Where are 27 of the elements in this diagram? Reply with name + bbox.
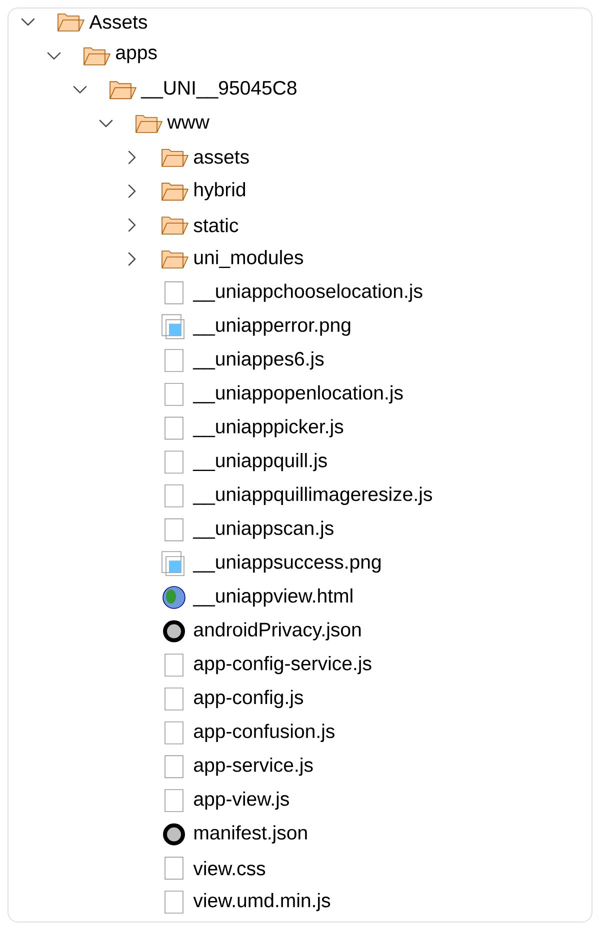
file-name: view.umd.min.js	[193, 893, 330, 912]
folder-name: Assets	[89, 15, 148, 29]
file-name: __uniappopenlocation.js	[192, 385, 403, 404]
folder-name: static	[194, 218, 238, 232]
folder-name: uni_modules	[194, 250, 304, 268]
file-name: app-service.js	[194, 758, 313, 776]
file-name: __uniappes6.js	[192, 351, 324, 370]
file-name: app-config.js	[194, 690, 304, 708]
folder-name: __UNI__95045C8	[140, 80, 296, 98]
file-name: __uniappquill.js	[192, 453, 327, 472]
file-name: __uniappchooselocation.js	[192, 284, 422, 302]
file-name: __uniappsuccess.png	[192, 554, 381, 573]
folder-name: www	[167, 118, 210, 129]
file-name: __uniapppicker.js	[192, 419, 344, 438]
file-name: manifest.json	[194, 825, 307, 844]
file-name: __uniappview.html	[192, 588, 352, 607]
file-name: __uniappquillimageresize.js	[192, 486, 432, 505]
file-name: app-config-service.js	[194, 656, 372, 674]
file-name: __uniappscan.js	[192, 520, 334, 539]
folder-name: apps	[116, 48, 157, 64]
folder-name: hybrid	[194, 182, 246, 200]
file-name: app-confusion.js	[194, 724, 334, 742]
folder-name: assets	[194, 151, 249, 164]
file-name: __uniapperror.png	[192, 318, 350, 336]
file-name: androidPrivacy.json	[194, 622, 361, 640]
file-name: view.css	[193, 861, 266, 876]
file-name: app-view.js	[194, 792, 289, 810]
